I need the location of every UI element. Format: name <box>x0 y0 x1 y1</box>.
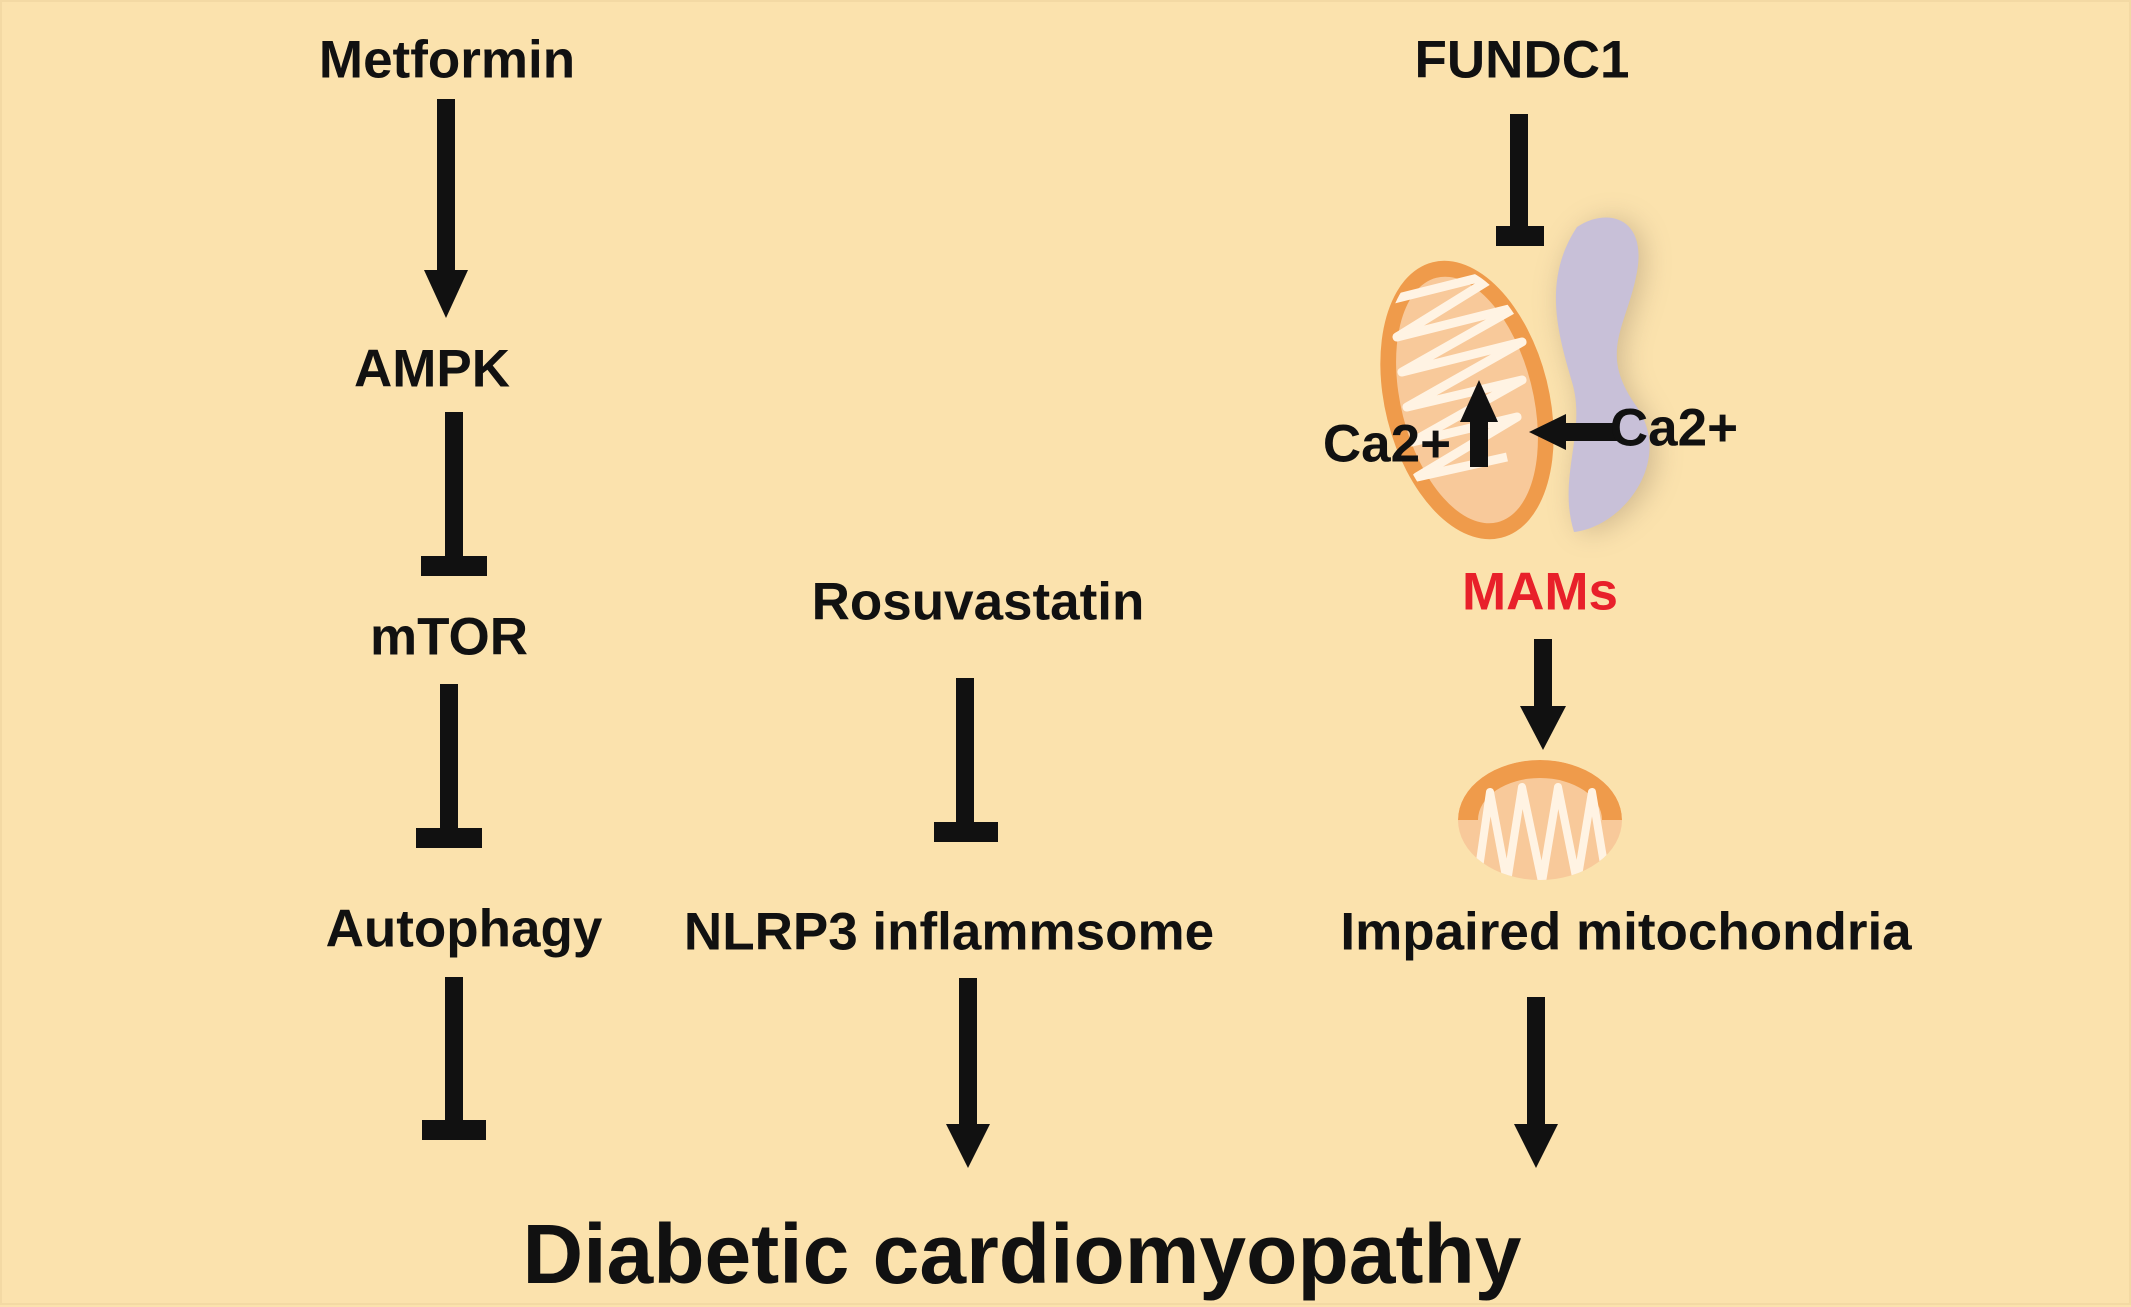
arrow-nlrp3-to-dcm <box>946 978 990 1168</box>
inhibition-mtor-autophagy <box>416 684 482 848</box>
inhibition-ampk-mtor <box>421 412 487 576</box>
impaired-mitochondria-label: Impaired mitochondria <box>1340 902 1912 962</box>
ampk-label: AMPK <box>353 339 511 399</box>
impaired-mitochondrion-icon <box>1458 760 1622 880</box>
mitochondrion-icon <box>1380 260 1554 540</box>
arrow-mito-to-dcm <box>1514 997 1558 1168</box>
inhibition-rosuvastatin-nlrp3 <box>934 678 998 842</box>
nlrp3-label: NLRP3 inflammsome <box>683 902 1215 962</box>
ca-left-label: Ca2+ <box>1322 414 1452 474</box>
arrow-ca-up <box>1460 380 1498 467</box>
arrow-ca-left <box>1529 414 1618 450</box>
ca-right-label: Ca2+ <box>1609 398 1739 458</box>
rosuvastatin-label: Rosuvastatin <box>811 572 1145 632</box>
mams-label: MAMs <box>1461 562 1619 622</box>
autophagy-label: Autophagy <box>325 899 603 959</box>
inhibition-fundc1-mams <box>1496 114 1544 246</box>
mtor-label: mTOR <box>369 607 529 667</box>
diabetic-cardiomyopathy-label: Diabetic cardiomyopathy <box>522 1207 1522 1301</box>
fundc1-label: FUNDC1 <box>1414 30 1630 90</box>
arrow-mams-to-mito <box>1520 639 1566 750</box>
endoplasmic-reticulum <box>1555 217 1656 533</box>
arrow-metformin-to-ampk <box>424 99 468 318</box>
metformin-label: Metformin <box>318 30 576 90</box>
inhibition-autophagy-dcm <box>422 977 486 1140</box>
